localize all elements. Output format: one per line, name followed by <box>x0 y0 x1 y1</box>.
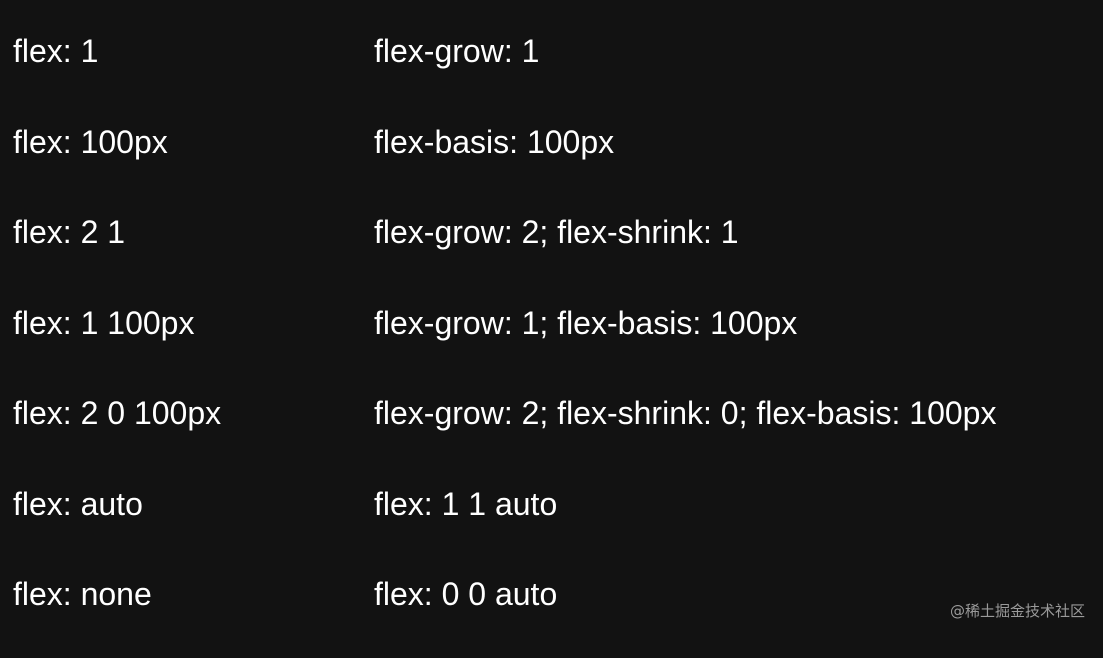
shorthand-cell: flex: 2 0 100px <box>13 395 222 431</box>
shorthand-cell: flex: auto <box>13 485 143 522</box>
shorthand-cell: flex: none <box>13 576 152 612</box>
watermark: @稀土掘金技术社区 <box>949 602 1085 620</box>
table-row: flex: 2 1 flex-grow: 2; flex-shrink: 1 <box>13 205 1098 296</box>
expanded-cell: flex-grow: 2; flex-shrink: 1 <box>374 214 739 250</box>
shorthand-cell: flex: 2 1 <box>13 214 126 250</box>
expanded-cell: flex-basis: 100px <box>374 123 615 160</box>
table-row: flex: 1 flex-grow: 1 <box>13 24 1098 115</box>
expanded-cell: flex-grow: 1; flex-basis: 100px <box>374 304 798 341</box>
table-row: flex: auto flex: 1 1 auto <box>13 477 1098 568</box>
table-row: flex: 100px flex-basis: 100px <box>13 115 1098 206</box>
shorthand-cell: flex: 1 <box>13 33 99 69</box>
shorthand-cell: flex: 100px <box>13 123 168 160</box>
expanded-cell: flex-grow: 2; flex-shrink: 0; flex-basis… <box>374 395 997 431</box>
expanded-cell: flex-grow: 1 <box>374 33 540 69</box>
shorthand-cell: flex: 1 100px <box>13 304 195 341</box>
table-row: flex: 2 0 100px flex-grow: 2; flex-shrin… <box>13 386 1098 477</box>
table-row: flex: none flex: 0 0 auto <box>13 567 1098 658</box>
expanded-cell: flex: 1 1 auto <box>374 485 558 522</box>
expanded-cell: flex: 0 0 auto <box>374 576 558 612</box>
table-row: flex: 1 100px flex-grow: 1; flex-basis: … <box>13 296 1098 387</box>
flex-shorthand-table: flex: 1 flex-grow: 1 flex: 100px flex-ba… <box>13 24 1098 658</box>
